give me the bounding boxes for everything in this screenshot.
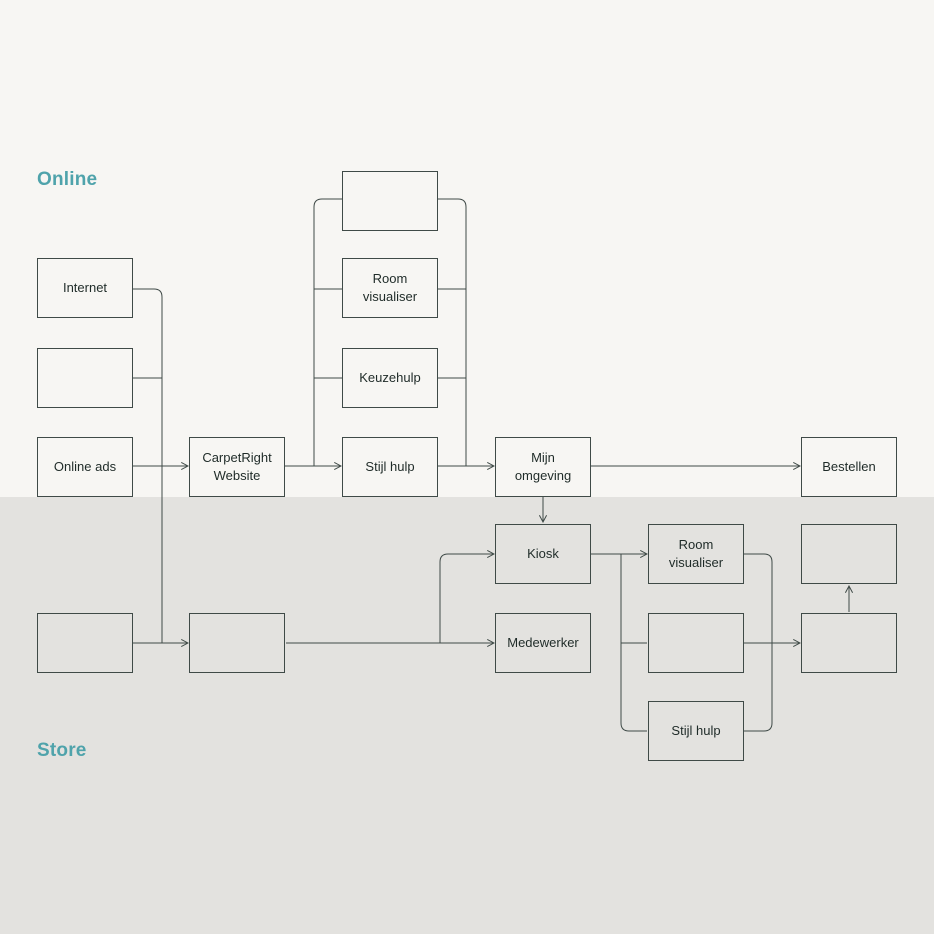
store-section-band bbox=[0, 497, 934, 934]
node-room-visualiser-store[interactable]: Room visualiser bbox=[648, 524, 744, 584]
node-internet[interactable]: Internet bbox=[37, 258, 133, 318]
node-bestellen[interactable]: Bestellen bbox=[801, 437, 897, 497]
node-label bbox=[231, 641, 243, 645]
node-room-visualiser-online[interactable]: Room visualiser bbox=[342, 258, 438, 318]
node-label bbox=[843, 552, 855, 556]
node-label bbox=[79, 376, 91, 380]
node-online-empty-1[interactable] bbox=[37, 348, 133, 408]
node-label: Stijl hulp bbox=[671, 722, 721, 738]
node-label: Bestellen bbox=[822, 458, 876, 474]
node-online-top-empty[interactable] bbox=[342, 171, 438, 231]
node-label: Kiosk bbox=[527, 545, 559, 561]
node-mijn-omgeving[interactable]: Mijn omgeving bbox=[495, 437, 591, 497]
store-section-label: Store bbox=[37, 740, 87, 761]
node-stijl-hulp-online[interactable]: Stijl hulp bbox=[342, 437, 438, 497]
node-medewerker[interactable]: Medewerker bbox=[495, 613, 591, 673]
node-store-empty-top-right[interactable] bbox=[801, 524, 897, 584]
node-online-ads[interactable]: Online ads bbox=[37, 437, 133, 497]
node-label: Room visualiser bbox=[668, 536, 724, 570]
node-label: Mijn omgeving bbox=[514, 449, 572, 483]
node-label bbox=[79, 641, 91, 645]
node-label: Medewerker bbox=[507, 634, 579, 650]
node-carpetright-website[interactable]: CarpetRight Website bbox=[189, 437, 285, 497]
node-store-empty-2[interactable] bbox=[189, 613, 285, 673]
node-label: CarpetRight Website bbox=[202, 449, 272, 483]
node-store-empty-middle[interactable] bbox=[648, 613, 744, 673]
node-store-empty-left[interactable] bbox=[37, 613, 133, 673]
node-label bbox=[384, 199, 396, 203]
node-label: Online ads bbox=[53, 458, 117, 474]
node-stijl-hulp-store[interactable]: Stijl hulp bbox=[648, 701, 744, 761]
node-label: Keuzehulp bbox=[359, 369, 421, 385]
node-label: Stijl hulp bbox=[365, 458, 415, 474]
node-label bbox=[690, 641, 702, 645]
node-kiosk[interactable]: Kiosk bbox=[495, 524, 591, 584]
node-label bbox=[843, 641, 855, 645]
online-section-label: Online bbox=[37, 169, 98, 190]
node-label: Internet bbox=[62, 279, 108, 295]
node-keuzehulp[interactable]: Keuzehulp bbox=[342, 348, 438, 408]
node-label: Room visualiser bbox=[362, 270, 418, 304]
node-store-empty-right[interactable] bbox=[801, 613, 897, 673]
